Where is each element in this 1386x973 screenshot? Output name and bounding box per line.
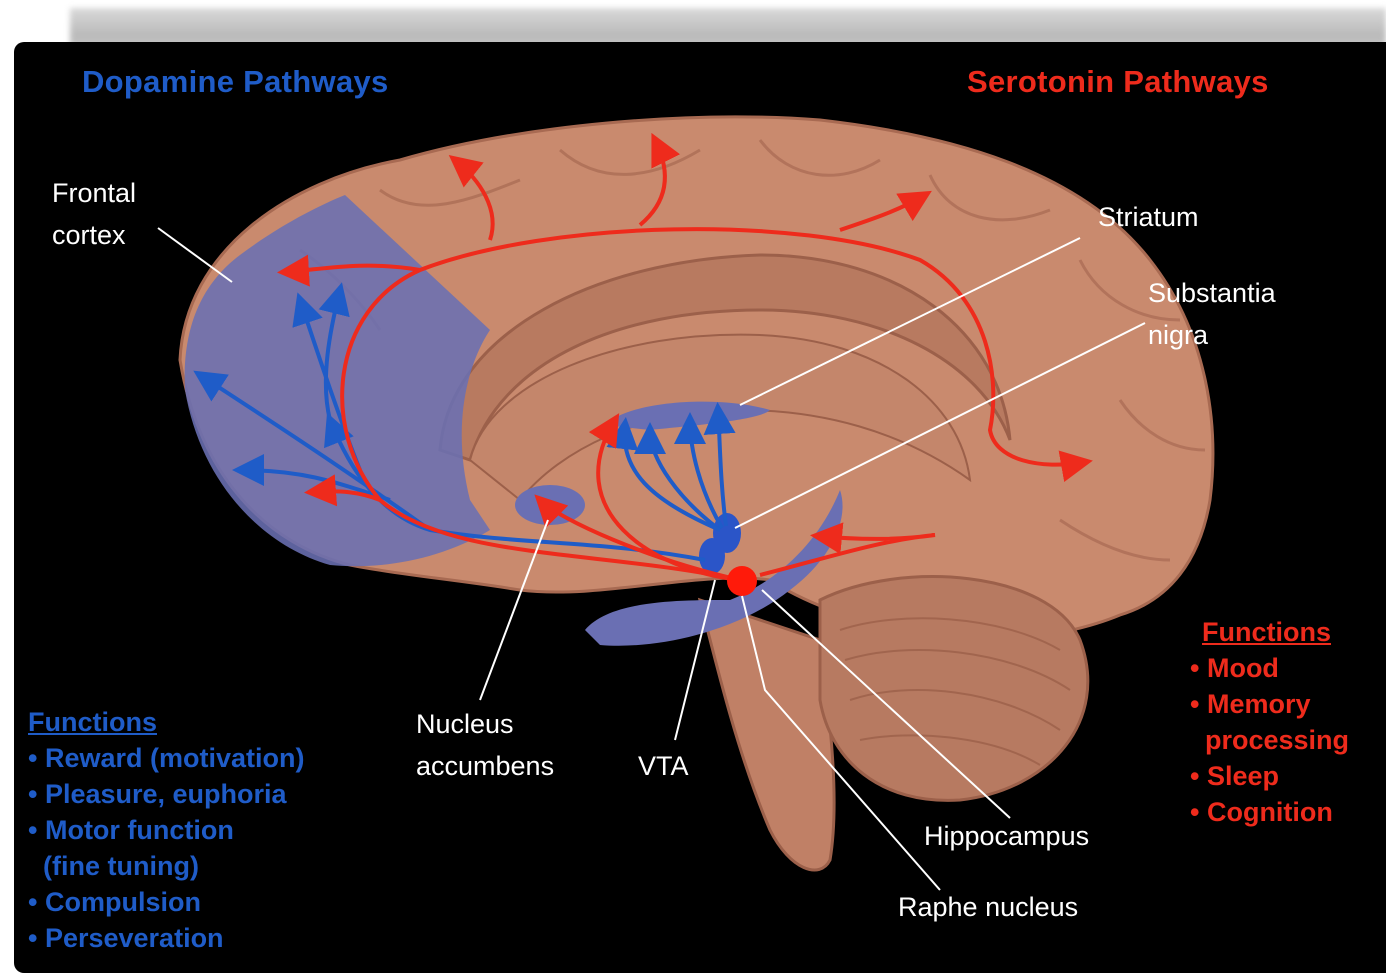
label-nucleus-accumbens: Nucleus accumbens (416, 703, 554, 787)
serotonin-function-item: • Memory (1190, 686, 1349, 722)
label-frontal-cortex: Frontal cortex (52, 172, 136, 256)
serotonin-function-item: • Cognition (1190, 794, 1349, 830)
brainstem (700, 600, 834, 870)
dopamine-function-item: • Compulsion (28, 884, 304, 920)
dopamine-function-item: (fine tuning) (28, 848, 304, 884)
label-raphe-nucleus: Raphe nucleus (898, 886, 1078, 928)
serotonin-title: Serotonin Pathways (967, 64, 1269, 100)
dopamine-function-item: • Motor function (28, 812, 304, 848)
serotonin-functions-heading: Functions (1202, 614, 1349, 650)
dopamine-functions-heading: Functions (28, 704, 304, 740)
label-substantia-nigra: Substantia nigra (1148, 272, 1276, 356)
vta (699, 538, 725, 574)
dopamine-function-item: • Pleasure, euphoria (28, 776, 304, 812)
dopamine-functions: Functions • Reward (motivation) • Pleasu… (28, 704, 304, 956)
dopamine-function-item: • Reward (motivation) (28, 740, 304, 776)
serotonin-function-item: • Sleep (1190, 758, 1349, 794)
nucleus-accumbens-region (515, 485, 585, 525)
serotonin-function-item: processing (1190, 722, 1349, 758)
dopamine-title: Dopamine Pathways (82, 64, 389, 100)
serotonin-functions: Functions • Mood • Memory processing • S… (1190, 614, 1349, 830)
raphe-nucleus (727, 566, 757, 596)
serotonin-function-item: • Mood (1190, 650, 1349, 686)
dopamine-function-item: • Perseveration (28, 920, 304, 956)
label-hippocampus: Hippocampus (924, 815, 1089, 857)
label-vta: VTA (638, 745, 689, 787)
label-striatum: Striatum (1098, 196, 1199, 238)
